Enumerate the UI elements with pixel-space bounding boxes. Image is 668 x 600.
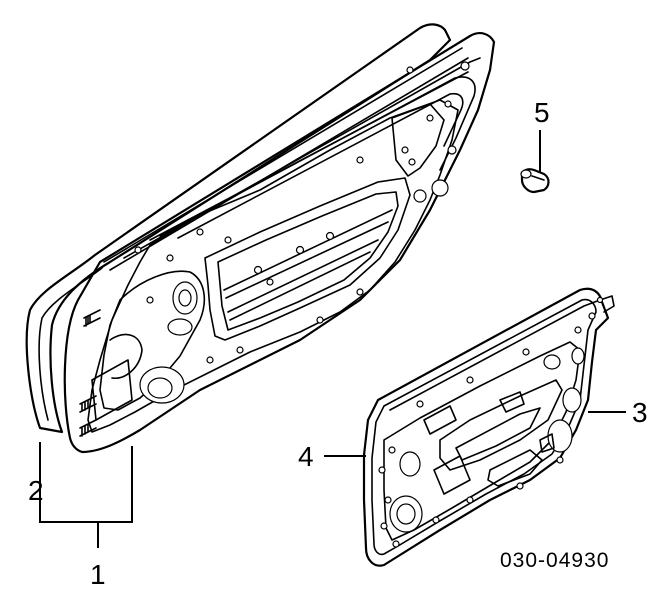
callout-3: 3 <box>632 397 648 428</box>
hinge-studs <box>79 309 101 437</box>
door-outer-panel <box>63 32 496 454</box>
callout-2: 2 <box>28 475 44 506</box>
door-trim-panel-assembly <box>362 287 615 567</box>
trim-clip <box>520 168 550 194</box>
callout-4: 4 <box>298 441 314 472</box>
callout-1: 1 <box>90 559 106 590</box>
diagram-code: 030-04930 <box>500 549 609 572</box>
callout-5: 5 <box>534 97 550 128</box>
door-weatherstrip <box>25 23 452 434</box>
door-shell-assembly <box>25 23 496 454</box>
leader-1-2-bracket <box>39 442 133 548</box>
leader-lines <box>39 130 626 548</box>
